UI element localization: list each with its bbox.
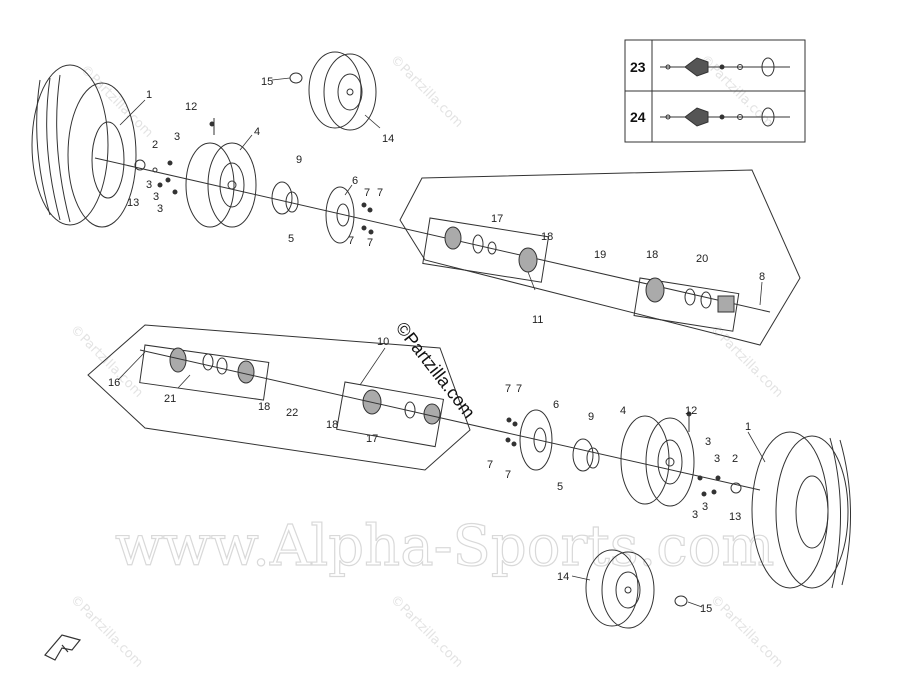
alpha-sports-watermark: www.Alpha-Sports.com <box>115 514 774 579</box>
callout-12: 12 <box>685 405 697 417</box>
callout-3: 3 <box>146 179 152 191</box>
bottom-callouts: 1 2 3 3 3 3 4 5 6 7 7 7 7 9 10 12 13 14 … <box>108 336 751 615</box>
callout-13: 13 <box>729 511 741 523</box>
callout-6: 6 <box>352 175 358 187</box>
callout-11: 11 <box>532 314 543 326</box>
callout-3: 3 <box>157 203 163 215</box>
callout-1: 1 <box>146 89 152 101</box>
callout-7: 7 <box>505 383 511 395</box>
callout-8: 8 <box>759 271 765 283</box>
callout-9: 9 <box>296 154 302 166</box>
callout-13: 13 <box>127 197 139 209</box>
callout-14: 14 <box>382 133 394 145</box>
watermark-text: ©Partzilla.com <box>387 52 466 131</box>
callout-19: 19 <box>594 249 606 261</box>
callout-3: 3 <box>153 191 159 203</box>
callout-22: 22 <box>286 407 298 419</box>
callout-12: 12 <box>185 101 197 113</box>
callout-9: 9 <box>588 411 594 423</box>
watermark-text: ©Partzilla.com <box>697 52 776 131</box>
nut-15-bottom <box>674 595 688 607</box>
callout-3: 3 <box>174 131 180 143</box>
callout-16: 16 <box>108 377 120 389</box>
callout-3: 3 <box>702 501 708 513</box>
wheel-bottom <box>620 415 695 507</box>
wheel-spare-top <box>308 51 377 131</box>
callout-7: 7 <box>505 469 511 481</box>
callout-3: 3 <box>692 509 698 521</box>
hub-bottom <box>572 438 600 472</box>
leader-lines <box>117 77 766 608</box>
legend-box <box>624 39 806 143</box>
callout-18: 18 <box>258 401 270 413</box>
callout-20: 20 <box>696 253 708 265</box>
callout-18: 18 <box>646 249 658 261</box>
bottom-assembly <box>87 324 852 629</box>
callout-7: 7 <box>348 235 354 247</box>
callout-1: 1 <box>745 421 751 433</box>
callout-3: 3 <box>714 453 720 465</box>
callout-3: 3 <box>705 436 711 448</box>
callout-2: 2 <box>732 453 738 465</box>
callout-17: 17 <box>491 213 503 225</box>
callout-7: 7 <box>364 187 370 199</box>
front-arrow-icon <box>44 634 82 661</box>
watermark-text: ©Partzilla.com <box>387 592 466 671</box>
callout-4: 4 <box>620 405 626 417</box>
callout-18: 18 <box>326 419 338 431</box>
callout-18: 18 <box>541 231 553 243</box>
top-assembly <box>31 51 801 346</box>
callout-17: 17 <box>366 433 378 445</box>
callout-5: 5 <box>557 481 563 493</box>
hub-top <box>271 181 299 215</box>
callout-7: 7 <box>367 237 373 249</box>
callout-5: 5 <box>288 233 294 245</box>
watermark-text: ©Partzilla.com <box>707 322 786 401</box>
axle-box-top <box>399 169 801 346</box>
brake-disc-bottom <box>519 409 553 471</box>
legend-number-23: 23 <box>630 59 646 75</box>
cv-kit-20-top <box>633 277 740 332</box>
callout-2: 2 <box>152 139 158 151</box>
callout-7: 7 <box>516 383 522 395</box>
watermark-text: ©Partzilla.com <box>67 592 146 671</box>
callout-7: 7 <box>487 459 493 471</box>
tire-bottom <box>751 431 852 589</box>
callout-10: 10 <box>377 336 389 348</box>
wheel-top <box>185 142 257 228</box>
callout-7: 7 <box>377 187 383 199</box>
cv-kit-17-top <box>422 217 550 283</box>
callout-4: 4 <box>254 126 260 138</box>
nut-15-top <box>289 72 303 84</box>
callout-15: 15 <box>700 603 712 615</box>
top-callouts: 1 2 3 3 3 3 4 5 6 7 7 7 7 8 9 11 12 13 1… <box>127 76 765 326</box>
cv-kit-17-bottom <box>336 381 445 448</box>
callout-14: 14 <box>557 571 569 583</box>
axle-box-bottom <box>87 324 471 471</box>
watermark-text: ©Partzilla.com <box>707 592 786 671</box>
brake-disc-top <box>325 186 355 244</box>
callout-15: 15 <box>261 76 273 88</box>
tire-top <box>31 64 137 228</box>
wheel-spare-bottom <box>585 549 655 629</box>
legend-number-24: 24 <box>630 109 646 125</box>
callout-21: 21 <box>164 393 176 405</box>
callout-6: 6 <box>553 399 559 411</box>
